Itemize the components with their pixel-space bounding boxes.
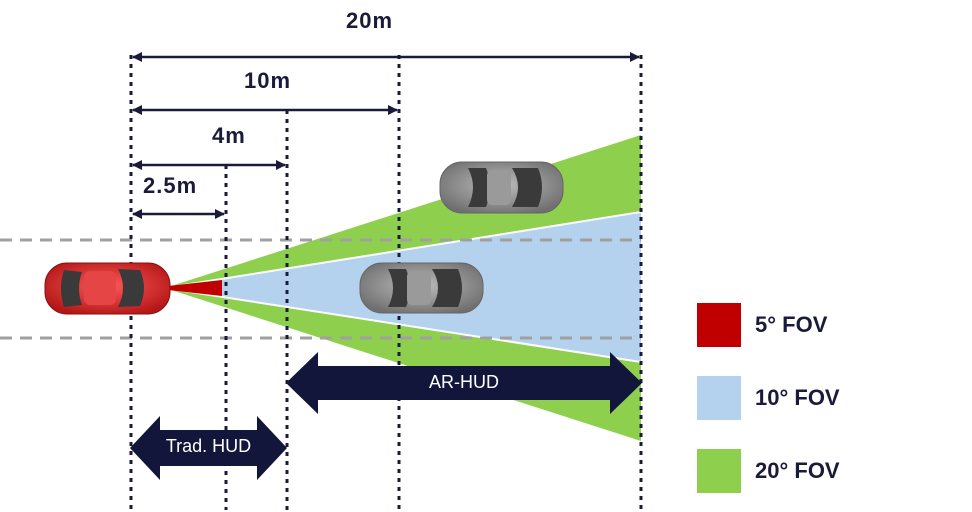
other-car-top bbox=[439, 161, 564, 214]
trad-hud-arrow bbox=[130, 416, 287, 480]
legend-item-5-fov: 5° FOV bbox=[697, 303, 827, 347]
legend-item-20-fov: 20° FOV bbox=[697, 449, 840, 493]
dimension-arrows bbox=[132, 52, 640, 219]
legend-item-10-fov: 10° FOV bbox=[697, 376, 840, 420]
legend-label-10-fov: 10° FOV bbox=[755, 385, 840, 410]
ar-hud-arrow bbox=[286, 352, 642, 414]
legend-swatch-10-fov bbox=[697, 376, 741, 420]
legend-label-20-fov: 20° FOV bbox=[755, 458, 840, 483]
trad-hud-label: Trad. HUD bbox=[165, 436, 252, 456]
fov-5-wedge bbox=[150, 280, 222, 296]
dimension-label-20m: 20m bbox=[346, 8, 394, 33]
ar-hud-label: AR-HUD bbox=[429, 372, 499, 392]
other-car-middle bbox=[359, 262, 484, 314]
legend-swatch-20-fov bbox=[697, 449, 741, 493]
dimension-label-2-5m: 2.5m bbox=[143, 173, 198, 198]
legend-swatch-5-fov bbox=[697, 303, 741, 347]
ego-car bbox=[44, 262, 171, 315]
dimension-label-4m: 4m bbox=[212, 123, 246, 148]
legend-label-5-fov: 5° FOV bbox=[755, 312, 828, 337]
dimension-label-10m: 10m bbox=[244, 68, 292, 93]
